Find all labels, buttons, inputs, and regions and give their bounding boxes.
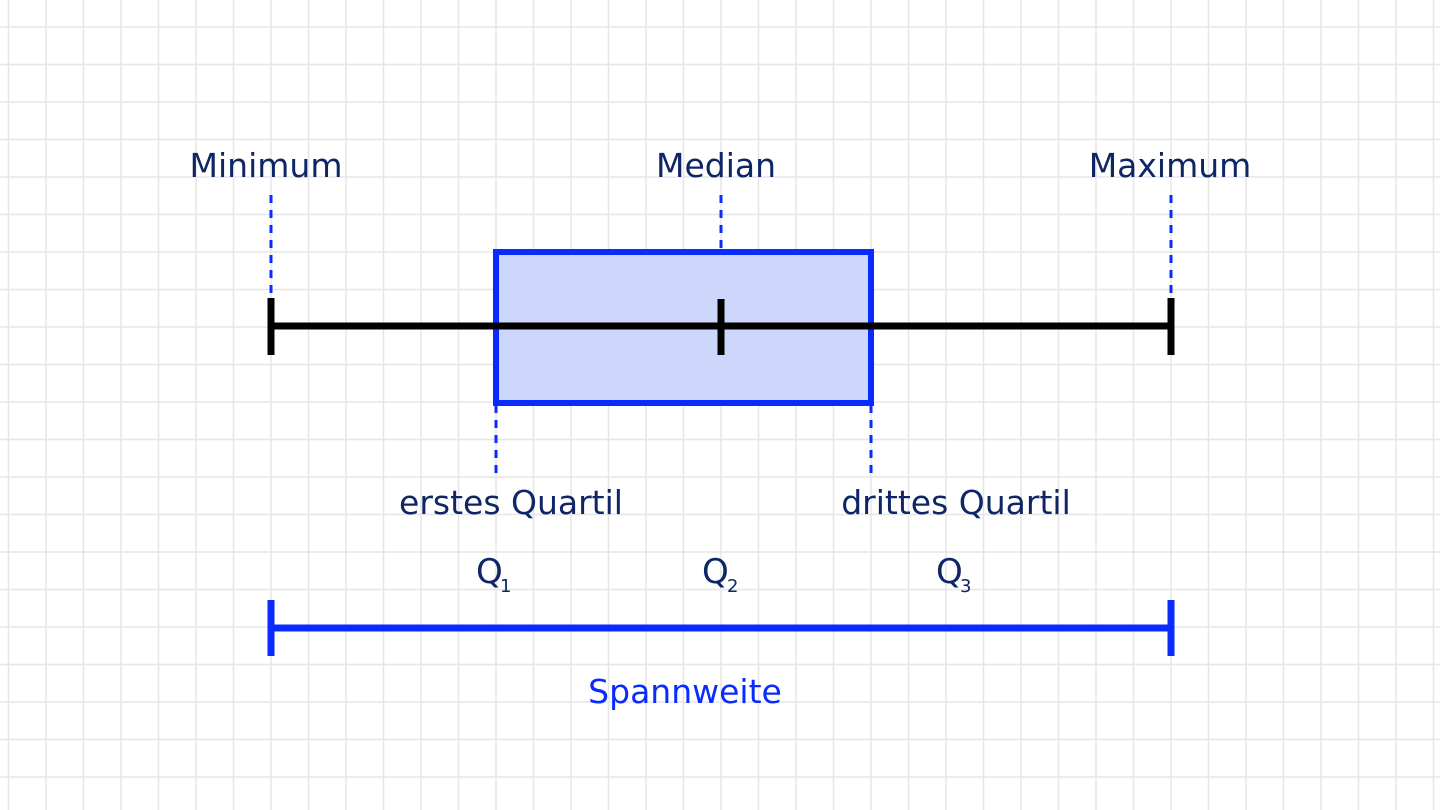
q2-subscript: 2 <box>727 576 738 597</box>
third-quartile-label: drittes Quartil <box>841 483 1071 522</box>
q3-marker: Q 3 <box>936 552 971 597</box>
minimum-label: Minimum <box>190 146 343 185</box>
q2-letter: Q <box>702 552 729 592</box>
q3-subscript: 3 <box>960 576 971 597</box>
q2-marker: Q 2 <box>702 552 738 597</box>
q1-subscript: 1 <box>500 576 511 597</box>
range-label: Spannweite <box>588 672 782 711</box>
first-quartile-label: erstes Quartil <box>399 483 623 522</box>
q3-letter: Q <box>936 552 963 592</box>
maximum-label: Maximum <box>1089 146 1252 185</box>
q1-letter: Q <box>476 552 503 592</box>
median-label: Median <box>656 146 776 185</box>
q1-marker: Q 1 <box>476 552 511 597</box>
